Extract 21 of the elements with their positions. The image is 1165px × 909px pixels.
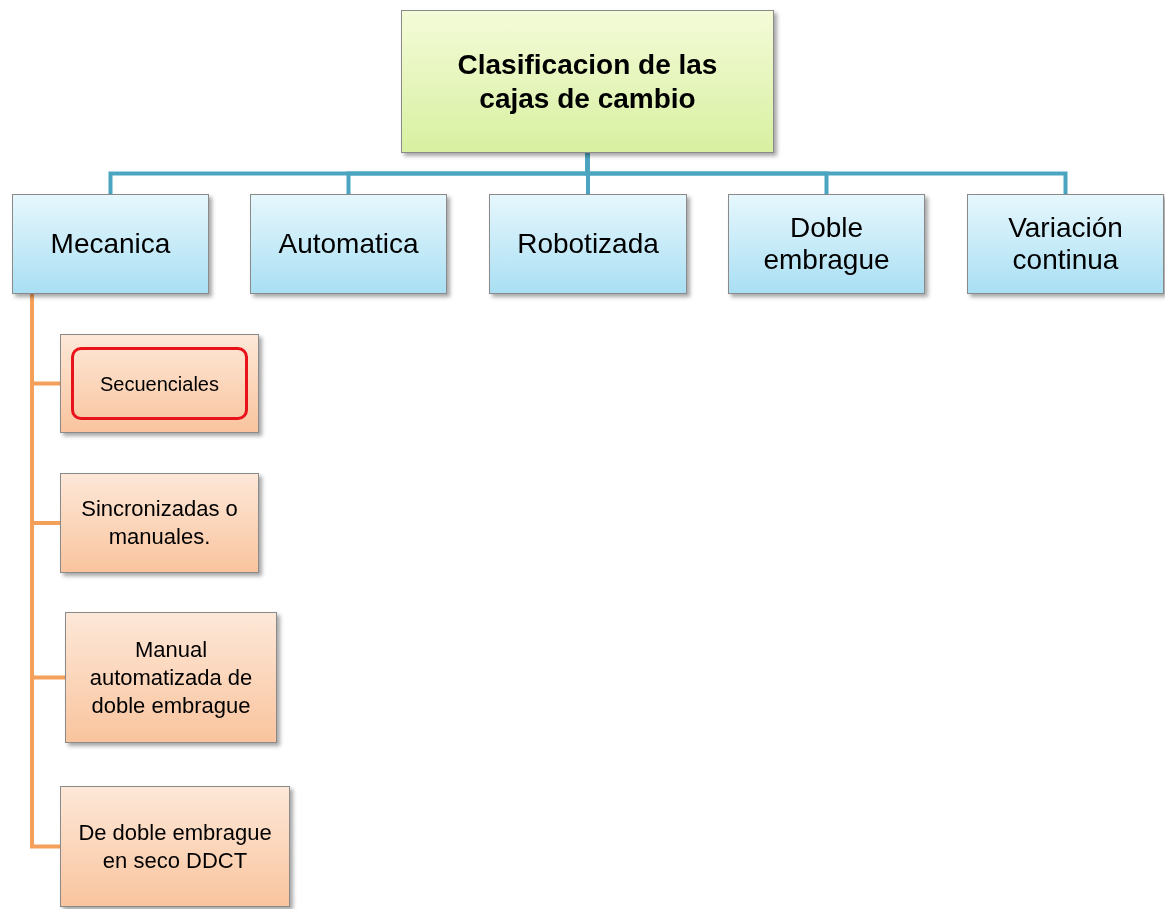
node-label: De doble embrague en seco DDCT (77, 818, 273, 875)
node-label: Mecanica (50, 228, 171, 260)
category-box (728, 194, 925, 294)
subcategory-box (60, 334, 259, 433)
node-label: Clasificacion de las cajas de cambio (456, 47, 719, 116)
node-label: Secuenciales (100, 371, 219, 397)
category-box (967, 194, 1164, 294)
node-label: Variación continua (1007, 212, 1124, 276)
subcategory-box (65, 612, 277, 743)
connector-line (585, 153, 1068, 194)
node-label: Doble embrague (762, 212, 891, 276)
category-box (12, 194, 209, 294)
node-label: Robotizada (517, 228, 659, 260)
node-label: Automatica (278, 228, 419, 260)
node-label: Manual automatizada de doble embrague (88, 635, 254, 720)
subcategory-box (60, 473, 259, 573)
subcategory-box (60, 786, 290, 907)
category-box (250, 194, 447, 294)
title-box (401, 10, 774, 153)
node-label: Sincronizadas o manuales. (80, 495, 239, 551)
category-box (489, 194, 687, 294)
